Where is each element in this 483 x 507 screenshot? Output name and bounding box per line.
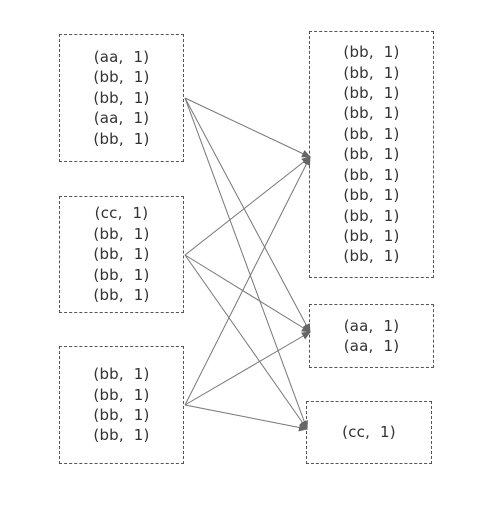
shuffle-group-aa-box: (aa, 1) (aa, 1)	[309, 304, 434, 368]
pair-line: (cc, 1)	[94, 204, 149, 223]
connection-arrow-1-to-3	[184, 97, 308, 430]
connection-arrow-1-to-2	[184, 97, 311, 333]
pair-line: (bb, 1)	[93, 406, 150, 424]
pair-line: (bb, 1)	[343, 145, 400, 164]
shuffle-group-bb-box: (bb, 1) (bb, 1) (bb, 1) (bb, 1) (bb, 1) …	[309, 31, 434, 278]
pair-line: (bb, 1)	[343, 226, 400, 245]
map-output-box-1: (aa, 1) (bb, 1) (bb, 1) (aa, 1) (bb, 1)	[59, 34, 184, 162]
connection-arrow-2-to-1	[184, 156, 311, 256]
pair-line: (bb, 1)	[343, 63, 400, 82]
connection-arrow-3-to-3	[184, 404, 308, 432]
connection-arrow-1-to-1	[184, 97, 311, 158]
pair-line: (cc, 1)	[342, 423, 396, 442]
connection-arrow-3-to-2	[184, 331, 311, 406]
pair-line: (bb, 1)	[93, 88, 150, 107]
map-output-box-2: (cc, 1) (bb, 1) (bb, 1) (bb, 1) (bb, 1)	[59, 196, 184, 313]
pair-line: (aa, 1)	[93, 109, 150, 128]
pair-line: (bb, 1)	[93, 245, 150, 264]
pair-line: (bb, 1)	[93, 68, 150, 87]
pair-line: (bb, 1)	[343, 43, 400, 62]
pair-line: (bb, 1)	[343, 206, 400, 225]
pair-line: (bb, 1)	[93, 286, 150, 305]
pair-line: (bb, 1)	[93, 426, 150, 445]
pair-line: (bb, 1)	[343, 165, 400, 184]
pair-line: (bb, 1)	[343, 186, 400, 205]
pair-line: (bb, 1)	[93, 365, 150, 384]
shuffle-group-cc-box: (cc, 1)	[306, 401, 432, 464]
pair-line: (bb, 1)	[343, 104, 400, 123]
pair-line: (bb, 1)	[93, 385, 150, 404]
pair-line: (bb, 1)	[343, 247, 400, 266]
pair-line: (aa, 1)	[93, 47, 150, 66]
pair-line: (aa, 1)	[343, 337, 400, 355]
pair-line: (bb, 1)	[93, 129, 150, 148]
pair-line: (bb, 1)	[93, 224, 150, 243]
connection-arrow-3-to-1	[184, 156, 311, 406]
pair-line: (bb, 1)	[343, 124, 400, 143]
connection-arrow-2-to-2	[184, 254, 311, 333]
connection-arrow-2-to-3	[184, 254, 308, 430]
pair-line: (bb, 1)	[93, 265, 150, 284]
pair-line: (aa, 1)	[343, 316, 400, 335]
pair-line: (bb, 1)	[343, 84, 400, 103]
map-output-box-3: (bb, 1) (bb, 1) (bb, 1) (bb, 1)	[59, 346, 184, 464]
